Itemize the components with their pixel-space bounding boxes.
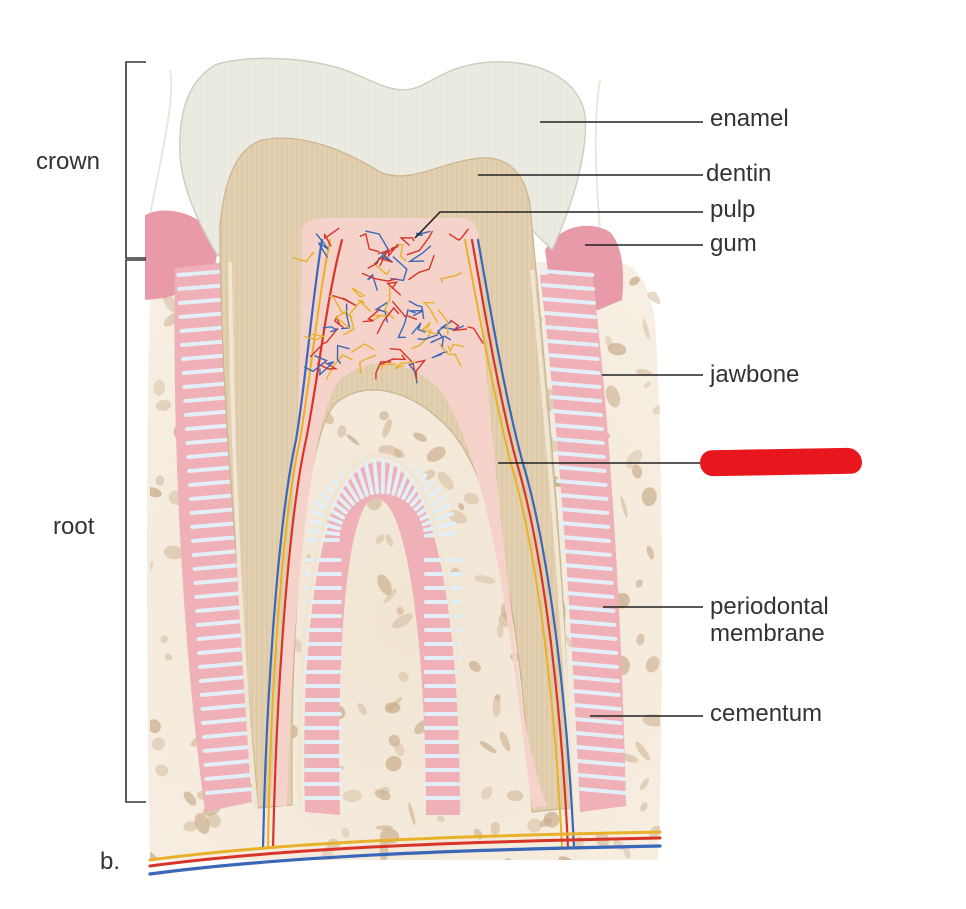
region-brackets (125, 61, 146, 803)
ligament-outer-right (540, 272, 626, 812)
neighbor-tooth-left (149, 69, 173, 216)
dentin-label: dentin (706, 160, 772, 187)
leader-pulp (414, 211, 703, 239)
redacted-label (699, 447, 863, 477)
crown-label: crown (36, 148, 101, 175)
cementum-outline (228, 261, 574, 813)
crown-bracket (125, 61, 146, 259)
pulp-label: pulp (710, 196, 756, 223)
gum-label: gum (710, 230, 757, 257)
periodontal-fibers (176, 269, 627, 800)
leader-lines (414, 121, 703, 717)
root-bracket (125, 259, 146, 803)
cementum-label: cementum (710, 700, 823, 727)
ligament-inner (304, 461, 460, 815)
jawbone-label: jawbone (710, 361, 800, 388)
periodontal-membrane-label: periodontal membrane (710, 593, 829, 647)
figure-label: b. (100, 848, 121, 875)
blood-vessels-and-nerves (148, 227, 662, 876)
root-label: root (53, 513, 95, 540)
pulp-cavity (270, 218, 548, 808)
enamel-label: enamel (710, 105, 789, 132)
